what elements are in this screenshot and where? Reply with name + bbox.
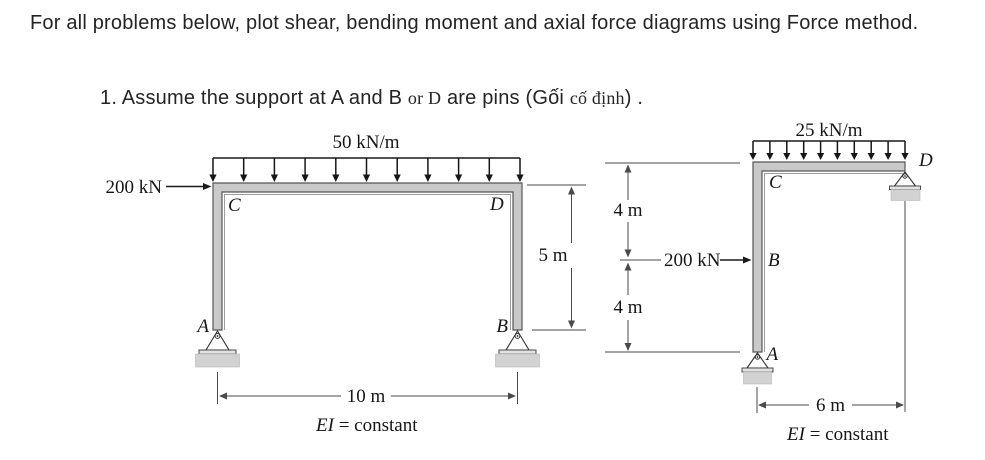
left-height-dim-label: 5 m: [538, 245, 567, 266]
left-frame-diagram: 50 kN/m 200 kN C D A B: [106, 132, 586, 436]
instruction-text: For all problems below, plot shear, bend…: [30, 12, 919, 34]
right-frame-diagram: 25 kN/m C D B A 200 kN: [605, 120, 933, 445]
right-span-dim-label: 6 m: [816, 395, 845, 416]
right-ei-note: EI = constant: [786, 424, 889, 445]
left-distributed-load-label: 50 kN/m: [332, 132, 399, 153]
left-pin-support-b: [495, 329, 540, 368]
right-distributed-load-arrows: [748, 140, 910, 161]
right-height-dimensions: 4 m 4 m: [605, 162, 740, 353]
left-distributed-load-arrows: [208, 157, 525, 183]
right-node-c-label: C: [769, 172, 782, 193]
right-node-d-label: D: [918, 150, 933, 171]
right-node-a-label: A: [765, 344, 779, 365]
right-upper-height-dim-label: 4 m: [613, 200, 642, 221]
right-lower-height-dim-label: 4 m: [613, 297, 642, 318]
left-node-c-label: C: [228, 195, 241, 216]
right-horizontal-load-label: 200 kN: [664, 250, 721, 271]
right-distributed-load-label: 25 kN/m: [795, 120, 862, 141]
left-node-b-label: B: [496, 316, 508, 337]
problem-seg-4: cố định: [569, 88, 625, 108]
left-ei-note: EI = constant: [315, 415, 418, 436]
left-pin-support-a: [195, 329, 240, 368]
left-span-dimension: 10 m: [217, 372, 518, 407]
right-pin-support-d: [889, 171, 921, 201]
left-frame-members: [212, 182, 523, 331]
problem-seg-3: are pins (Gối: [441, 87, 570, 109]
right-pin-support-a: [741, 352, 774, 385]
left-height-dimension: 5 m: [527, 184, 586, 331]
right-frame-members: [752, 161, 906, 353]
problem-statement: 1. Assume the support at A and B or D ar…: [100, 87, 643, 110]
left-node-a-label: A: [195, 316, 209, 337]
problem-seg-5: ) .: [624, 87, 644, 109]
right-span-dimension: 6 m: [756, 201, 906, 416]
problem-seg-2: or D: [407, 88, 442, 108]
problem-seg-1: 1. Assume the support at A and B: [100, 87, 408, 109]
left-frame-inner-line: [224, 194, 511, 330]
right-horizontal-load-arrow: 200 kN: [620, 250, 752, 271]
right-frame-inner-line: [764, 173, 903, 352]
left-horizontal-load-arrow: 200 kN: [106, 177, 212, 198]
right-node-b-label: B: [768, 250, 780, 271]
left-node-d-label: D: [489, 194, 504, 215]
left-horizontal-load-label: 200 kN: [106, 177, 163, 198]
left-span-dim-label: 10 m: [347, 386, 386, 407]
